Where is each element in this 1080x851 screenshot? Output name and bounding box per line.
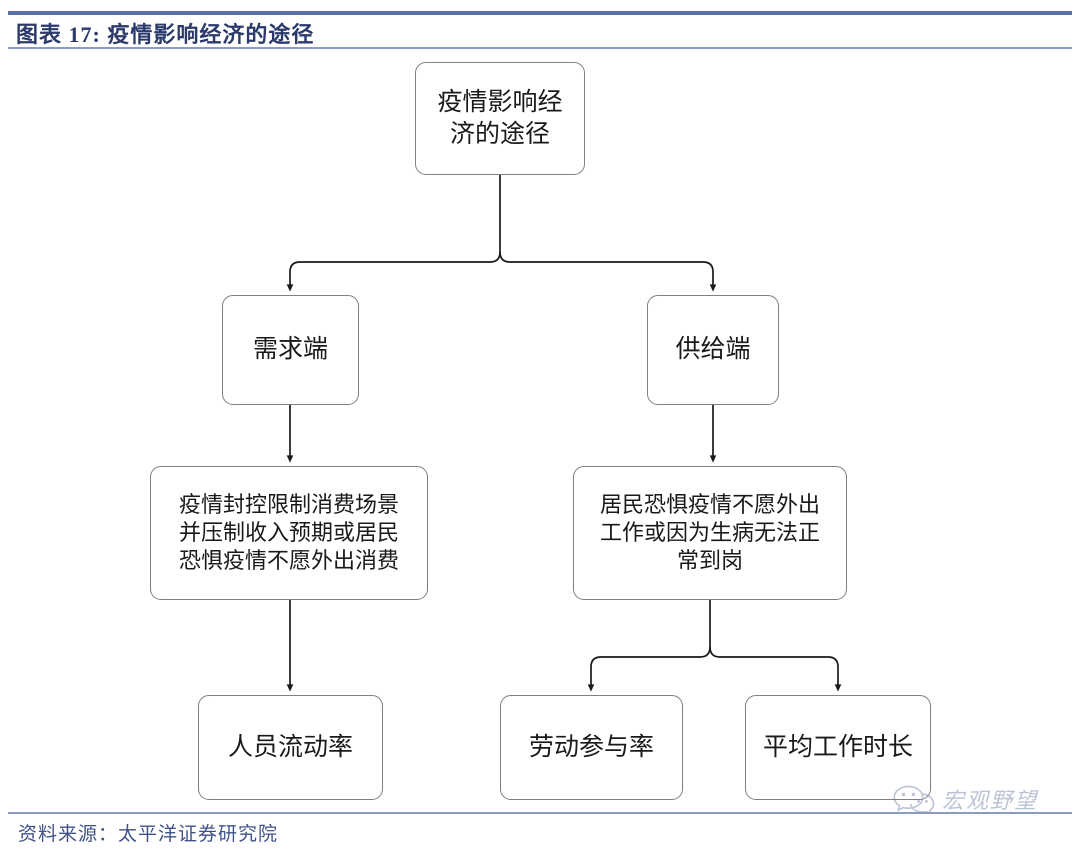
edge-detail-to-hours [709,646,842,692]
edge-root-to-demand [286,251,501,292]
wechat-icon [893,785,935,814]
node-working-hours[interactable]: 平均工作时长 [745,695,931,800]
header-rule-bottom [8,47,1072,49]
node-mobility-rate[interactable]: 人员流动率 [198,695,383,800]
page-title: 图表 17: 疫情影响经济的途径 [16,22,315,47]
source-note: 资料来源：太平洋证券研究院 [18,824,279,845]
node-supply-detail[interactable]: 居民恐惧疫情不愿外出 工作或因为生病无法正 常到岗 [573,466,847,600]
footer-rule [8,812,1072,814]
node-demand-detail-label: 疫情封控限制消费场景 并压制收入预期或居民 恐惧疫情不愿外出消费 [178,492,399,573]
node-root-label: 疫情影响经 济的途径 [437,88,563,148]
node-working-hours-label: 平均工作时长 [762,732,913,761]
flowchart-connectors [286,175,842,692]
node-root[interactable]: 疫情影响经 济的途径 [415,62,585,175]
edge-detail-to-labor [587,646,711,692]
node-supply-side[interactable]: 供给端 [647,295,779,405]
node-supply-detail-label: 居民恐惧疫情不愿外出 工作或因为生病无法正 常到岗 [599,492,820,573]
flowchart: 疫情影响经 济的途径 需求端 供给端 疫情封控限制消费场景 并压制收入预期或居民… [0,50,1080,812]
watermark: 宏观野望 [892,783,1038,815]
node-supply-side-label: 供给端 [675,335,751,364]
node-labor-participation[interactable]: 劳动参与率 [500,695,683,800]
edge-root-to-supply [499,251,717,292]
node-mobility-rate-label: 人员流动率 [227,732,353,761]
node-labor-participation-label: 劳动参与率 [528,732,654,761]
node-demand-side[interactable]: 需求端 [222,295,359,405]
node-demand-side-label: 需求端 [252,335,328,364]
watermark-text: 宏观野望 [942,788,1039,813]
header-rule-top [8,11,1072,15]
node-demand-detail[interactable]: 疫情封控限制消费场景 并压制收入预期或居民 恐惧疫情不愿外出消费 [150,466,428,600]
